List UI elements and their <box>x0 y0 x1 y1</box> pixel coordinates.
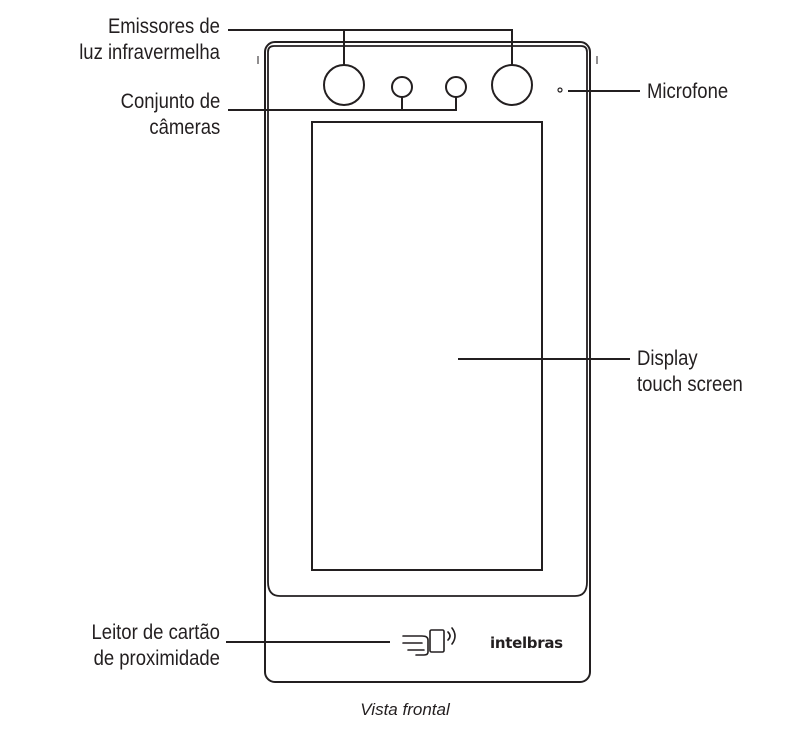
camera-right <box>445 76 467 98</box>
label-ir-emitters: Emissores de luz infravermelha <box>79 15 220 64</box>
label-card-reader: Leitor de cartão de proximidade <box>91 621 220 670</box>
figure-caption: Vista frontal <box>360 700 450 719</box>
label-microphone: Microfone <box>647 80 729 103</box>
card-reader-icon <box>402 627 456 656</box>
screen-panel-border <box>267 45 588 597</box>
label-display: Display touch screen <box>637 347 743 396</box>
brand-logo: intelbras <box>490 634 563 652</box>
leader-cameras <box>228 97 457 111</box>
leader-ir-emitters <box>228 29 513 65</box>
ir-emitter-right <box>491 64 533 106</box>
label-cameras: Conjunto de câmeras <box>120 90 220 139</box>
camera-left <box>391 76 413 98</box>
ir-emitter-left <box>323 64 365 106</box>
display-area <box>311 121 543 571</box>
device-body <box>264 41 591 683</box>
microphone-hole <box>557 87 563 93</box>
